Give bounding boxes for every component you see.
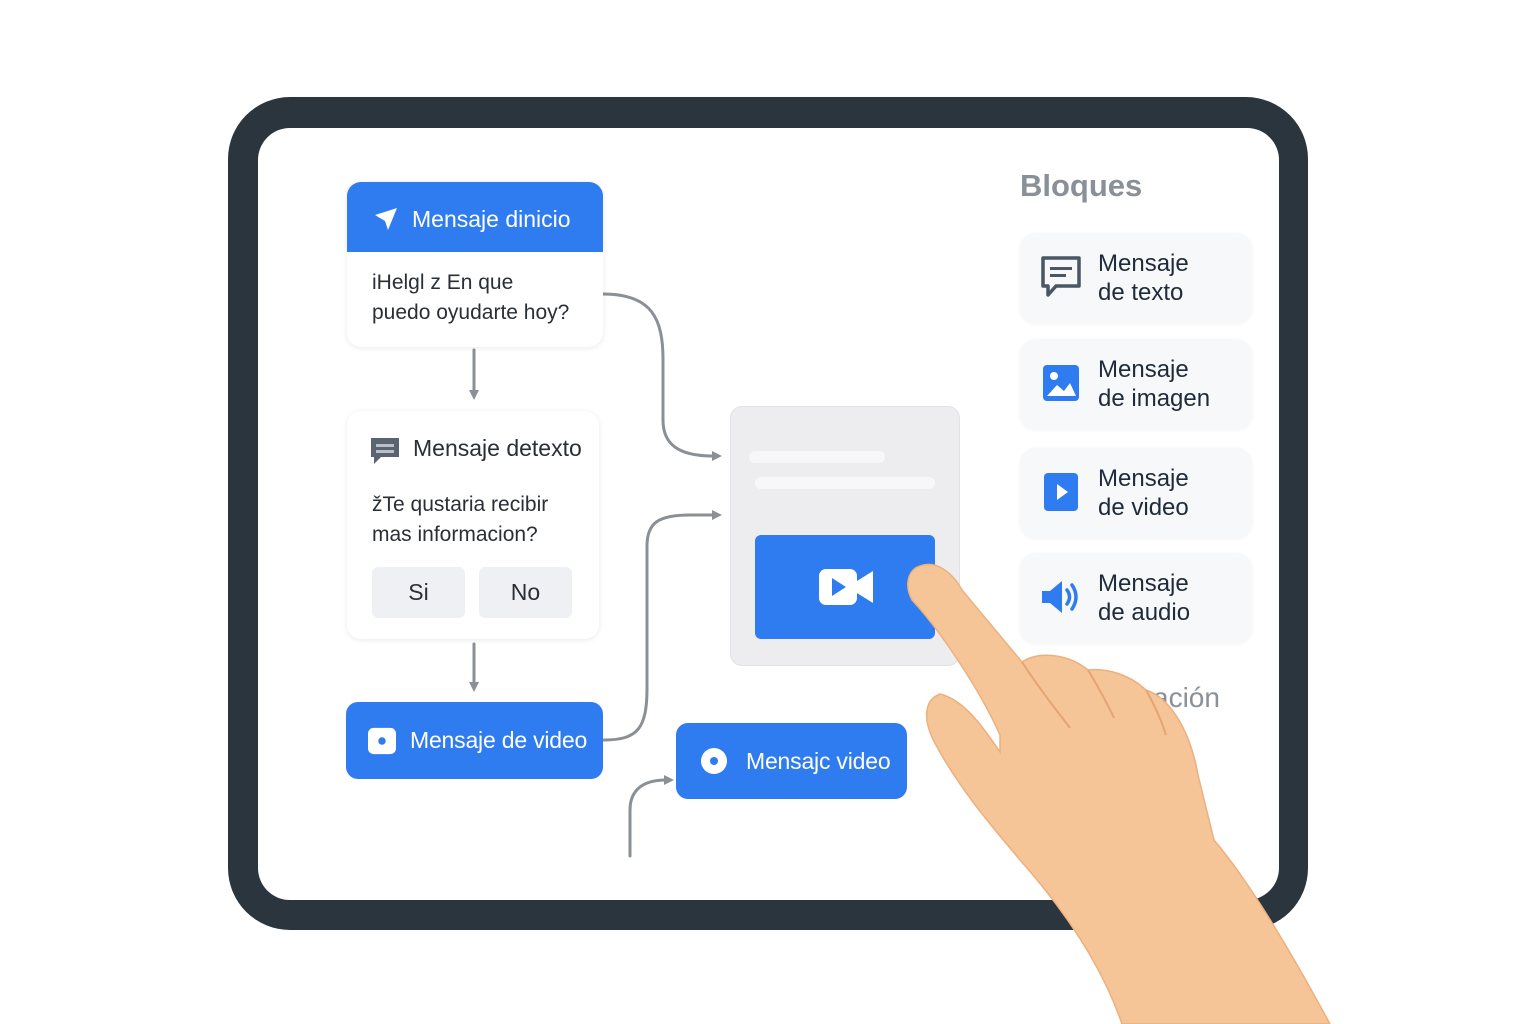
knuckle-line — [1087, 669, 1115, 719]
video-camera-icon — [819, 569, 873, 605]
video-message-node[interactable]: Mensaje de video — [346, 702, 603, 779]
connector-start-to-preview — [601, 292, 722, 461]
connector-video-to-preview — [602, 510, 722, 742]
hand-shape — [907, 563, 1331, 1024]
text-node-title: Mensaje detexto — [413, 435, 582, 461]
blocks-panel-title: Bloques — [1020, 168, 1143, 203]
video-node-title: Mensaje de video — [410, 727, 588, 753]
image-icon — [1043, 365, 1079, 401]
play-icon — [1044, 473, 1078, 511]
video-message-node-2[interactable]: Mensajc video — [676, 723, 907, 799]
flow-connectors — [469, 292, 722, 858]
connector-into-video-2 — [628, 775, 674, 858]
knuckle-line — [1021, 661, 1071, 729]
knuckle-line — [1145, 689, 1167, 736]
start-node-header: Mensaje dinicio — [347, 182, 603, 252]
option-si-button[interactable]: Si — [372, 567, 465, 618]
video-dot-icon — [368, 727, 396, 754]
chat-icon — [1041, 256, 1081, 297]
start-node-title: Mensaje dinicio — [412, 206, 571, 232]
start-node-text-line1: iHelgl z En que — [372, 271, 514, 294]
text-node-question-line2: mas informacion? — [372, 523, 538, 546]
video-node-2-title: Mensajc video — [746, 747, 891, 774]
flow-editor-screen: Mensaje dinicio iHelgl z En que puedo oy… — [258, 128, 1279, 900]
disc-icon — [701, 748, 727, 774]
placeholder-line — [749, 451, 885, 463]
option-no-button[interactable]: No — [479, 567, 572, 618]
start-node-text-line2: puedo oyudarte hoy? — [372, 301, 570, 324]
speaker-icon — [1042, 581, 1078, 613]
text-node-question-line1: žTe qustaria recibir — [372, 493, 549, 516]
send-icon — [375, 208, 397, 230]
chat-bubble-icon — [371, 438, 399, 464]
record-video-button[interactable] — [755, 535, 935, 639]
placeholder-line — [755, 477, 935, 489]
video-preview-card — [730, 406, 960, 666]
start-message-node[interactable]: Mensaje dinicio iHelgl z En que puedo oy… — [347, 182, 603, 347]
text-message-node[interactable]: Mensaje detexto žTe qustaria recibir mas… — [347, 411, 599, 639]
